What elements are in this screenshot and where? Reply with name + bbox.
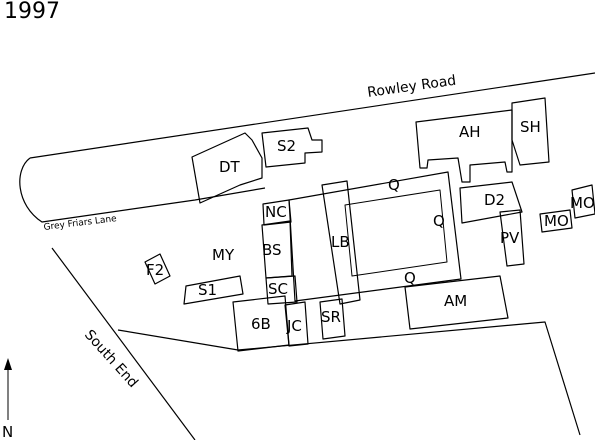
rowley-road-edge: [29, 72, 595, 159]
south-end-edge-2: [117, 329, 239, 351]
label-nc: NC: [265, 203, 287, 221]
label-q-top: Q: [388, 176, 400, 194]
label-south-end: South End: [81, 327, 141, 391]
label-sr: SR: [321, 308, 341, 326]
label-q-bottom: Q: [404, 269, 416, 287]
north-arrow-head-icon: [4, 358, 12, 370]
south-end-edge: [51, 247, 196, 440]
site-south-boundary: [237, 321, 581, 436]
label-mo-small: MO: [544, 212, 569, 230]
building-jc: [284, 301, 309, 347]
label-f2: F2: [146, 261, 164, 279]
building-sh: [511, 97, 550, 166]
label-sh: SH: [520, 118, 541, 136]
label-q-right: Q: [433, 212, 445, 230]
label-6b: 6B: [251, 315, 271, 333]
building-f2: [144, 253, 171, 285]
label-d2: D2: [484, 191, 505, 209]
north-label: N: [2, 423, 13, 440]
label-my: MY: [212, 246, 235, 264]
building-s1: [183, 275, 244, 305]
label-dt: DT: [219, 158, 241, 176]
building-sr: [319, 298, 346, 340]
label-lb: LB: [331, 233, 350, 251]
label-am: AM: [444, 292, 467, 310]
north-arrow: N: [2, 358, 13, 440]
label-pv: PV: [500, 229, 520, 247]
building-lb: [321, 180, 361, 305]
building-q-main: [288, 171, 462, 302]
building-s2: [261, 127, 323, 168]
grey-friars-lane-edge: [19, 157, 266, 223]
building-mo-small: [539, 209, 573, 233]
label-s2: S2: [277, 137, 296, 155]
building-q-courtyard: [344, 189, 448, 277]
building-am: [404, 275, 509, 330]
building-sc: [265, 275, 298, 305]
building-mo-box: [571, 184, 595, 219]
building-ah: [415, 109, 513, 183]
label-bs: BS: [262, 241, 282, 259]
label-mo-box: MO: [570, 194, 595, 212]
label-s1: S1: [198, 281, 217, 299]
label-ah: AH: [459, 123, 481, 141]
buildings: [144, 97, 595, 352]
label-sc: SC: [268, 280, 288, 298]
label-jc: JC: [286, 317, 302, 335]
building-pv: [499, 209, 525, 267]
building-dt: [191, 132, 263, 204]
road-lines: [19, 72, 595, 440]
building-nc: [262, 199, 292, 226]
building-d2: [459, 181, 523, 224]
label-rowley-road: Rowley Road: [366, 73, 457, 101]
year-label: 1997: [4, 0, 60, 24]
